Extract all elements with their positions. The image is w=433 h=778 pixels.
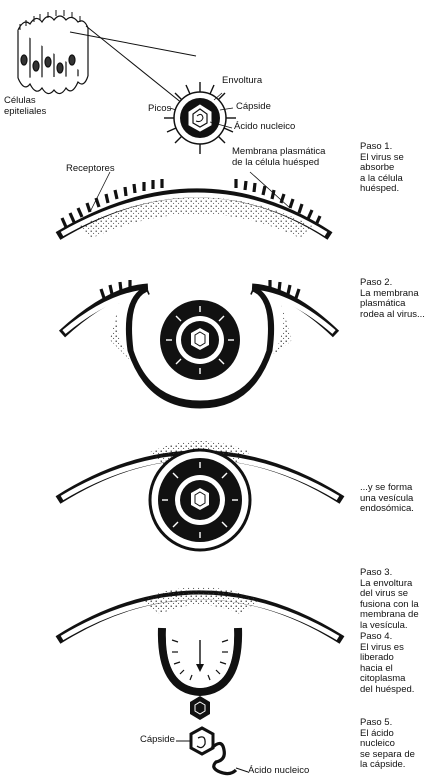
label-membrana: Membrana plasmática de la célula huésped: [232, 147, 325, 168]
zoom-line-2: [70, 32, 196, 56]
label-celulas-epiteliales: Células epiteliales: [4, 96, 46, 117]
label-envoltura: Envoltura: [222, 76, 262, 87]
membrane-step2: [62, 280, 336, 404]
step-3-text: Paso 3. La envoltura del virus se fusion…: [360, 568, 419, 631]
capsid-release: [176, 728, 248, 774]
label-acido-nucleico: Ácido nucleico: [234, 122, 295, 133]
step-1-text: Paso 1. El virus se absorbe a la célula …: [360, 142, 404, 195]
label-capside: Cápside: [236, 102, 271, 113]
epithelial-cells-drawing: [18, 10, 88, 94]
label-picos: Picos: [148, 104, 171, 115]
step-5-text: Paso 5. El ácido nucleico se separa de l…: [360, 718, 415, 771]
label-capside-bottom: Cápside: [140, 735, 175, 746]
fusion-step: [58, 587, 342, 720]
label-receptores: Receptores: [66, 164, 115, 175]
virus-step1: [164, 82, 236, 154]
step-4-text: Paso 4. El virus es liberado hacia el ci…: [360, 632, 414, 695]
endosomal-vesicle: [58, 441, 342, 550]
membrane-step1: [58, 172, 330, 238]
label-acido-nucleico-bottom: Ácido nucleico: [248, 766, 309, 777]
step-2-text: Paso 2. La membrana plasmática rodea al …: [360, 278, 425, 320]
step-2b-text: ...y se forma una vesícula endosómica.: [360, 483, 414, 515]
